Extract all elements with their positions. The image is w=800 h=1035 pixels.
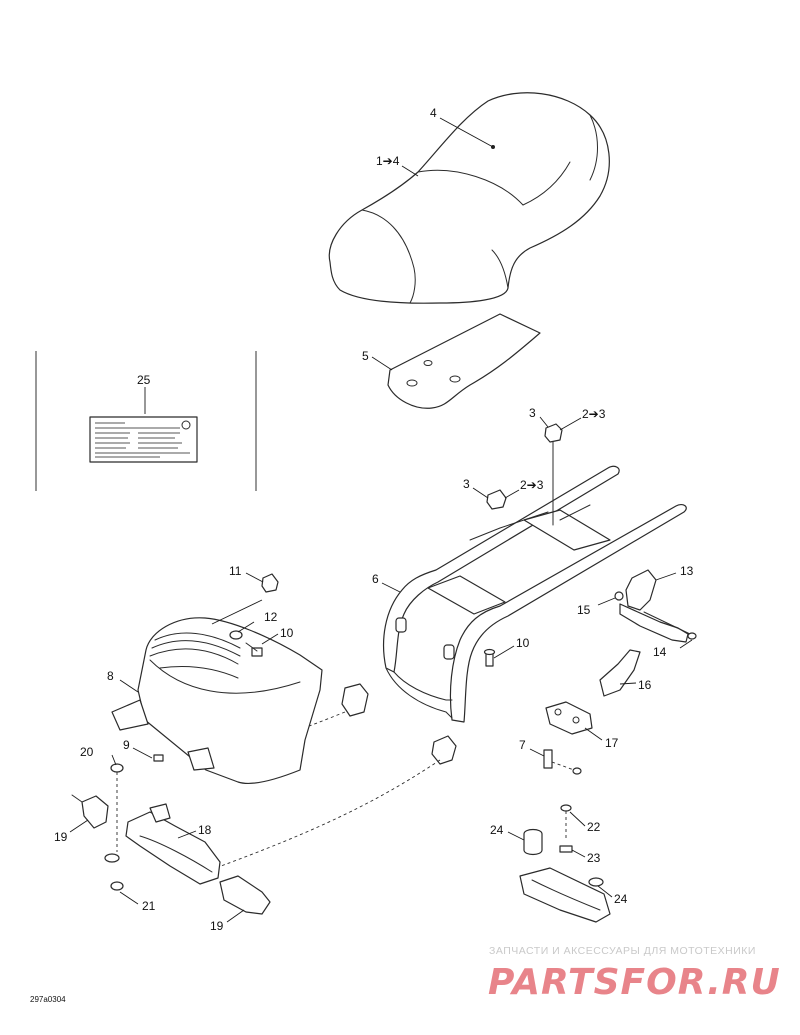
- bumper-20: [110, 763, 124, 852]
- footpeg-17: [545, 701, 593, 735]
- callout-8: 8: [107, 669, 114, 683]
- callout-10-right: 10: [516, 636, 530, 650]
- callout-25: 25: [137, 373, 151, 387]
- nut-15: [614, 591, 624, 601]
- callout-19-right: 19: [210, 919, 224, 933]
- callout-19-left: 19: [54, 830, 68, 844]
- callout-17: 17: [605, 736, 619, 750]
- footrest-bracket-13: [619, 569, 689, 643]
- callout-21: 21: [142, 899, 156, 913]
- bolt-10-left: [245, 642, 263, 657]
- screw-7: [543, 749, 582, 775]
- cap-24: [523, 828, 543, 856]
- callout-22: 22: [587, 820, 601, 834]
- callout-3-top: 3: [529, 406, 536, 420]
- seat: [328, 92, 610, 304]
- drawing-code: 297a0304: [30, 995, 66, 1004]
- callout-15: 15: [577, 603, 591, 617]
- callout-20: 20: [80, 745, 94, 759]
- callout-24-bottom: 24: [614, 892, 628, 906]
- rivet-23: [559, 845, 573, 853]
- bolt-14: [643, 611, 697, 640]
- callout-16: 16: [638, 678, 652, 692]
- callout-6: 6: [372, 572, 379, 586]
- callout-10-left: 10: [280, 626, 294, 640]
- bolt-10-right: [483, 648, 496, 667]
- callout-24-top: 24: [490, 823, 504, 837]
- callout-18: 18: [198, 823, 212, 837]
- grip-19-right: [219, 875, 271, 915]
- screw-9: [153, 754, 164, 762]
- seat-base-plate: [387, 313, 541, 409]
- callout-2-3-top: 2➔3: [582, 407, 606, 421]
- grip-19-left: [71, 794, 109, 829]
- callout-13: 13: [680, 564, 694, 578]
- screw-22: [560, 804, 572, 840]
- bracket-16: [599, 649, 641, 697]
- callout-labels: 4 1➔4 5 25 3 2➔3 3 2➔3 6 11 12 10 8 9 20…: [54, 106, 694, 933]
- callout-7: 7: [519, 738, 526, 752]
- callout-3-mid: 3: [463, 477, 470, 491]
- callout-5: 5: [362, 349, 369, 363]
- callout-23: 23: [587, 851, 601, 865]
- warning-decal: [89, 416, 198, 463]
- watermark-tagline: ЗАПЧАСТИ И АКСЕССУАРЫ ДЛЯ МОТОТЕХНИКИ: [489, 945, 756, 957]
- retainer-clips: [486, 423, 563, 526]
- callout-9: 9: [123, 738, 130, 752]
- watermark-brand: PARTSFOR.RU: [488, 962, 781, 1003]
- footboard-24: [519, 867, 611, 923]
- watermark: ЗАПЧАСТИ И АКСЕССУАРЫ ДЛЯ МОТОТЕХНИКИ PA…: [488, 945, 781, 1003]
- leader-lines: [69, 117, 693, 923]
- callout-11: 11: [229, 564, 242, 578]
- rear-frame: [209, 465, 687, 871]
- decal-panel: [35, 351, 257, 491]
- callout-12: 12: [264, 610, 278, 624]
- bracket-11: [261, 573, 279, 593]
- callout-14: 14: [653, 645, 667, 659]
- storage-tray: [111, 617, 323, 785]
- callout-1-4: 1➔4: [376, 154, 400, 168]
- spacer-21: [104, 853, 124, 891]
- callout-2-3-mid: 2➔3: [520, 478, 544, 492]
- washer-12: [229, 630, 243, 640]
- callout-4: 4: [430, 106, 437, 120]
- footrest-assembly-18: [125, 803, 221, 885]
